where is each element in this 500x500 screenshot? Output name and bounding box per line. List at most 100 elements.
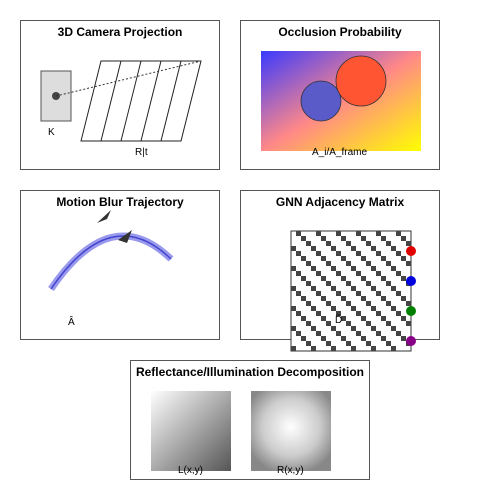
matrix-cell [371, 266, 376, 271]
matrix-cell [356, 311, 361, 316]
matrix-cell [406, 241, 411, 246]
illumination-image [151, 391, 231, 471]
matrix-cell [341, 236, 346, 241]
matrix-cell [311, 326, 316, 331]
matrix-cell [351, 246, 356, 251]
motion-blur-title: Motion Blur Trajectory [56, 195, 184, 209]
matrix-cell [316, 331, 321, 336]
matrix-cell [326, 321, 331, 326]
matrix-cell [346, 241, 351, 246]
matrix-cell [401, 336, 406, 341]
graph-node [406, 276, 416, 286]
direction-arrow-2 [118, 230, 132, 243]
matrix-cell [296, 311, 301, 316]
matrix-cell [296, 291, 301, 296]
matrix-cell [336, 291, 341, 296]
extrinsics-label: R|t [135, 147, 148, 158]
matrix-cell [346, 341, 351, 346]
matrix-cell [406, 321, 411, 326]
matrix-cell [316, 251, 321, 256]
plane-line-4 [160, 60, 182, 142]
matrix-cells [291, 231, 411, 351]
matrix-cell [376, 271, 381, 276]
matrix-cell [331, 346, 336, 351]
matrix-cell [291, 346, 296, 351]
matrix-cell [296, 271, 301, 276]
matrix-cell [321, 276, 326, 281]
matrix-cell [316, 231, 321, 236]
matrix-cell [341, 316, 346, 321]
matrix-cell [306, 341, 311, 346]
matrix-cell [401, 256, 406, 261]
matrix-cell [396, 331, 401, 336]
matrix-cell [386, 261, 391, 266]
projection-ray [55, 60, 202, 97]
trajectory-core [50, 235, 172, 290]
matrix-cell [376, 331, 381, 336]
matrix-cell [381, 316, 386, 321]
matrix-cell [406, 261, 411, 266]
matrix-cell [406, 301, 411, 306]
camera-projection-title: 3D Camera Projection [57, 25, 183, 39]
matrix-cell [301, 276, 306, 281]
matrix-cell [386, 281, 391, 286]
matrix-cell [386, 321, 391, 326]
matrix-cell [331, 286, 336, 291]
matrix-cell [396, 291, 401, 296]
matrix-cell [326, 301, 331, 306]
trajectory-blur [48, 232, 174, 291]
matrix-cell [361, 256, 366, 261]
direction-arrow-1 [97, 210, 111, 223]
matrix-cell [401, 276, 406, 281]
matrix-cell [351, 346, 356, 351]
matrix-cell [316, 271, 321, 276]
matrix-cell [366, 261, 371, 266]
matrix-cell [396, 231, 401, 236]
matrix-cell [311, 266, 316, 271]
adjacency-matrix-diagram [290, 230, 416, 352]
matrix-cell [306, 241, 311, 246]
matrix-cell [341, 256, 346, 261]
matrix-cell [306, 301, 311, 306]
matrix-cell [301, 256, 306, 261]
matrix-cell [376, 231, 381, 236]
matrix-cell [356, 331, 361, 336]
graph-node [406, 336, 416, 346]
matrix-cell [311, 306, 316, 311]
matrix-cell [316, 311, 321, 316]
matrix-cell [331, 246, 336, 251]
matrix-cell [366, 301, 371, 306]
matrix-cell [381, 276, 386, 281]
illumination-label: L(x,y) [178, 465, 203, 476]
matrix-cell [386, 241, 391, 246]
matrix-cell [326, 261, 331, 266]
motion-blur-panel: Motion Blur Trajectory Â [20, 190, 220, 340]
plane-line-1 [100, 60, 122, 142]
matrix-cell [401, 236, 406, 241]
matrix-cell [371, 246, 376, 251]
matrix-cell [391, 346, 396, 351]
matrix-cell [381, 296, 386, 301]
matrix-cell [371, 286, 376, 291]
matrix-cell [381, 256, 386, 261]
matrix-cell [371, 346, 376, 351]
graph-node [406, 306, 416, 316]
matrix-cell [301, 316, 306, 321]
decomposition-diagram [151, 391, 331, 471]
matrix-cell [291, 246, 296, 251]
matrix-cell [341, 276, 346, 281]
matrix-cell [331, 306, 336, 311]
matrix-cell [391, 286, 396, 291]
matrix-cell [361, 296, 366, 301]
matrix-cell [311, 246, 316, 251]
blur-kernel-label: Â [68, 317, 75, 328]
reflectance-label: R(x,y) [277, 465, 304, 476]
matrix-cell [291, 306, 296, 311]
occlusion-probability-panel: Occlusion Probability A_i/A_frame [240, 20, 440, 170]
plane-line-3 [140, 60, 162, 142]
matrix-cell [336, 311, 341, 316]
matrix-cell [341, 296, 346, 301]
occluder-circle-blue [300, 80, 342, 122]
reflectance-image [251, 391, 331, 471]
matrix-cell [376, 291, 381, 296]
